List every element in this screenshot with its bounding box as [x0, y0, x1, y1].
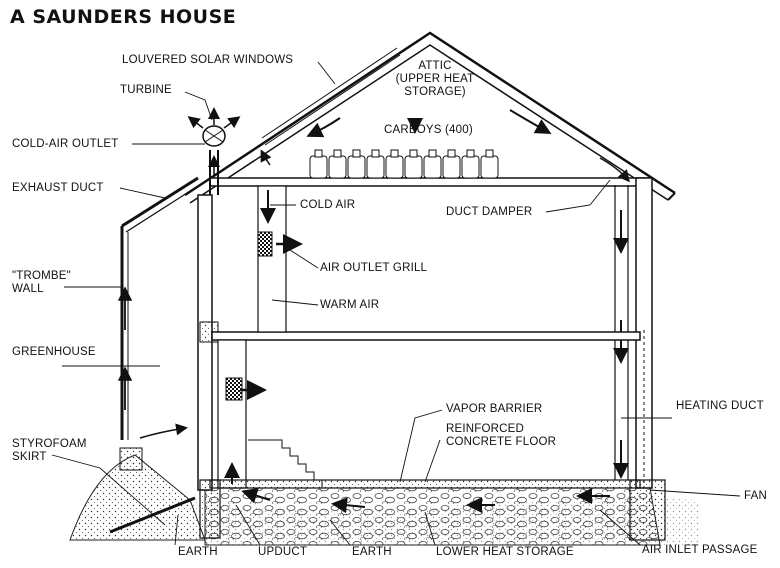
label-upduct: UPDUCT [258, 546, 308, 558]
attic-flow-arrows [260, 109, 630, 183]
interior-wall [197, 194, 219, 491]
left-foundation [199, 479, 221, 539]
carboys-row [309, 149, 499, 179]
label-vapor-barrier: VAPOR BARRIER [446, 403, 543, 415]
label-exhaust-duct: EXHAUST DUCT [12, 182, 104, 194]
label-attic-line3: STORAGE) [404, 86, 466, 98]
label-attic-line1: ATTIC [418, 60, 452, 72]
greenhouse-structure [117, 176, 199, 440]
label-cold-air-outlet: COLD-AIR OUTLET [12, 138, 119, 150]
label-louvered-solar-windows: LOUVERED SOLAR WINDOWS [122, 54, 294, 66]
label-earth-right: EARTH [352, 546, 392, 558]
label-trombe-line1: "TROMBE" [12, 270, 71, 282]
label-greenhouse: GREENHOUSE [12, 346, 96, 358]
greenhouse-footing [119, 447, 143, 471]
label-lower-heat-storage: LOWER HEAT STORAGE [436, 546, 574, 558]
upper-floor [211, 331, 641, 341]
styrofoam-skirt [109, 496, 196, 534]
turbine-icon [187, 107, 241, 147]
air-duct-column [257, 185, 303, 333]
label-reinforced-line1: REINFORCED [446, 423, 525, 435]
label-earth-left: EARTH [178, 546, 218, 558]
label-carboys: CARBOYS (400) [384, 124, 473, 136]
louvered-solar-windows [261, 47, 401, 146]
attic-floor [209, 177, 651, 187]
label-duct-damper: DUCT DAMPER [446, 206, 533, 218]
label-air-inlet-passage: AIR INLET PASSAGE [642, 544, 758, 556]
label-styrofoam-line1: STYROFOAM [12, 438, 87, 450]
diagram-title: A SAUNDERS HOUSE [10, 6, 237, 28]
label-heating-duct: HEATING DUCT [676, 400, 764, 412]
label-attic: ATTIC (UPPER HEAT STORAGE) [390, 60, 480, 99]
label-warm-air: WARM AIR [320, 299, 380, 311]
label-reinforced-line2: CONCRETE FLOOR [446, 436, 557, 448]
label-cold-air: COLD AIR [300, 199, 356, 211]
label-reinforced-concrete-floor: REINFORCED CONCRETE FLOOR [446, 423, 556, 449]
lower-duct-column [217, 339, 267, 489]
label-styrofoam-line2: SKIRT [12, 451, 47, 463]
label-styrofoam-skirt: STYROFOAM SKIRT [12, 438, 87, 464]
label-fan: FAN [744, 490, 767, 502]
label-trombe-wall: "TROMBE" WALL [12, 270, 71, 296]
label-trombe-line2: WALL [12, 283, 44, 295]
earth-ground [69, 454, 700, 546]
label-air-outlet-grill: AIR OUTLET GRILL [320, 262, 428, 274]
label-turbine: TURBINE [120, 84, 172, 96]
exhaust-stack [208, 150, 220, 195]
label-attic-line2: (UPPER HEAT [395, 73, 475, 85]
leader-lines [51, 61, 741, 546]
storage-flow-arrows [241, 488, 610, 514]
right-wall [629, 177, 666, 541]
